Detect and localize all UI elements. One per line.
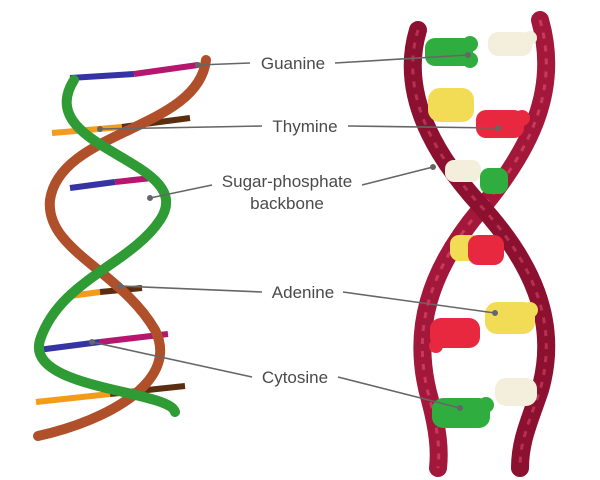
gummy-red-5 <box>429 318 480 353</box>
base-pair-5 <box>37 331 169 353</box>
guanine-leader-right <box>334 54 469 64</box>
label-cytosine: Cytosine <box>262 368 328 387</box>
gummy-red-4 <box>468 235 504 265</box>
thymine-leader-right <box>347 125 499 129</box>
label-thymine: Thymine <box>272 117 337 136</box>
guanine-leader-left <box>197 62 251 66</box>
label-backbone-line2: backbone <box>250 194 324 213</box>
gummy-white-3 <box>445 160 481 182</box>
cytosine-leader-right <box>337 376 461 409</box>
adenine-leader-right <box>342 291 496 314</box>
gummy-green-3 <box>480 168 508 194</box>
gummy-green-top <box>425 36 478 68</box>
base-pair-3 <box>69 175 153 191</box>
gummy-yellow-5 <box>485 302 538 334</box>
labels: Guanine Thymine Sugar-phosphate backbone… <box>222 54 352 387</box>
gummy-yellow-2 <box>428 88 474 122</box>
gummy-red-2 <box>476 110 530 138</box>
thymine-leader-left <box>99 125 263 130</box>
leader-lines <box>89 51 501 411</box>
label-adenine: Adenine <box>272 283 334 302</box>
gummy-white-top <box>488 31 537 56</box>
backbone-leader-right <box>361 166 434 186</box>
adenine-leader-left <box>119 285 263 293</box>
cytosine-leader-left <box>91 341 253 378</box>
base-pair-1 <box>69 62 199 81</box>
gummy-green-6 <box>432 397 494 428</box>
label-guanine: Guanine <box>261 54 325 73</box>
candy-dna-model <box>403 11 556 477</box>
green-backbone-strand <box>34 75 180 417</box>
schematic-dna-model <box>33 55 211 441</box>
gummy-white-6 <box>495 378 537 406</box>
backbone-leader-left <box>149 184 213 199</box>
label-backbone-line1: Sugar-phosphate <box>222 172 352 191</box>
